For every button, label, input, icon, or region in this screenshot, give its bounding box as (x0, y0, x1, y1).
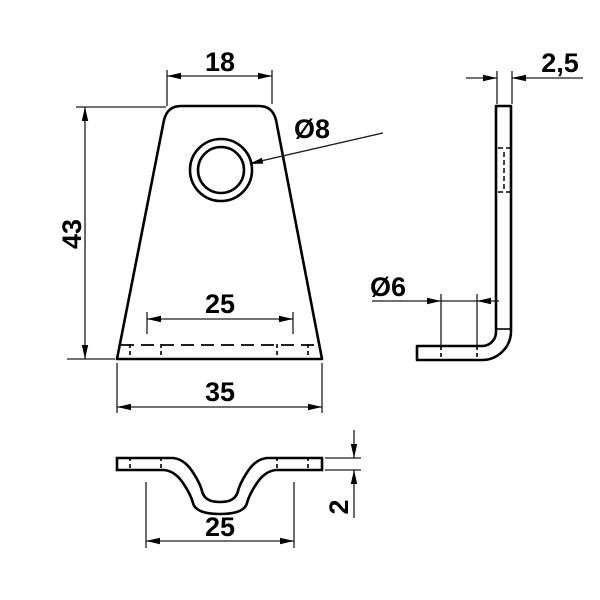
dim-height: 43 (57, 106, 166, 360)
dim-label-hole-diameter: Ø8 (294, 114, 330, 144)
arrowhead (477, 297, 491, 305)
dim-thickness: 2,5 (466, 48, 583, 104)
arrowhead (81, 107, 89, 121)
dim-label-material-thickness: 2 (324, 499, 354, 514)
arrowhead (167, 72, 181, 80)
bottom-view: 25 2 (115, 430, 361, 548)
arrowhead (147, 315, 161, 323)
side-view: 2,5 Ø6 (370, 48, 583, 362)
dim-material-thickness: 2 (324, 430, 361, 518)
dim-label-height: 43 (57, 219, 87, 249)
dim-channel-width-front: 25 (146, 289, 294, 334)
arrowhead (258, 72, 272, 80)
side-profile-outline (415, 104, 513, 362)
dim-label-thickness: 2,5 (541, 48, 579, 78)
arrowhead (350, 444, 358, 458)
dim-label-channel-width-front: 25 (205, 289, 235, 319)
dim-label-channel-diameter: Ø6 (370, 272, 406, 302)
arrowhead (512, 74, 526, 82)
arrowhead (117, 403, 131, 411)
dim-channel-width-bottom: 25 (145, 482, 295, 548)
strip-bottom-surface (115, 468, 324, 516)
arrowhead (279, 315, 293, 323)
arrowhead (249, 157, 264, 164)
arrowhead (308, 403, 322, 411)
leader-line (249, 132, 384, 165)
dim-label-channel-width-bottom: 25 (205, 512, 235, 542)
hole-bore-circle (196, 145, 246, 195)
front-body-outline (115, 104, 324, 361)
strip-top-surface (115, 456, 324, 504)
dim-channel-diameter: Ø6 (370, 272, 499, 360)
arrowhead (146, 537, 160, 545)
hole-diameter-callout: Ø8 (249, 114, 384, 165)
front-view: 18 43 25 35 (57, 47, 384, 413)
arrowhead (483, 74, 497, 82)
arrowhead (427, 297, 441, 305)
arrowhead (81, 345, 89, 359)
arrowhead (280, 537, 294, 545)
arrowhead (350, 470, 358, 484)
dim-label-base-width: 35 (205, 377, 235, 407)
dim-base-width: 35 (116, 363, 323, 413)
dim-top-width: 18 (166, 47, 273, 106)
dim-label-top-width: 18 (205, 47, 235, 77)
